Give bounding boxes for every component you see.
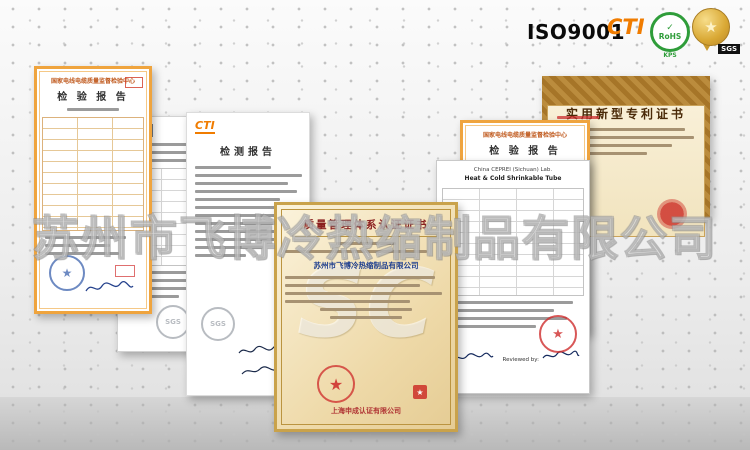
reviewed-label: Reviewed by: — [502, 357, 539, 363]
red-round-stamp: ★ — [539, 315, 577, 353]
red-approval-stamp — [115, 265, 135, 277]
sgs-label: SGS — [718, 44, 740, 54]
star-icon: ★ — [328, 374, 344, 394]
divider — [295, 236, 437, 237]
text-lines — [37, 236, 149, 255]
star-icon: ★ — [61, 266, 73, 280]
accreditation-mark: ★ — [413, 385, 427, 399]
cert-title: 检 验 报 告 — [489, 146, 561, 157]
cert-title: 检测报告 — [220, 147, 276, 158]
sgs-medal: ★ SGS — [692, 8, 740, 56]
star-icon: ★ — [704, 18, 718, 36]
star-icon: ★ — [416, 387, 424, 397]
kps-label: KPS — [663, 52, 677, 59]
cert-inspection-report-left: 国家电线电缆质量监督检验中心 检 验 报 告 ★ — [34, 66, 152, 314]
medal-coin: ★ — [692, 8, 730, 46]
cti-logo: CTI — [607, 15, 645, 39]
red-official-seal — [657, 199, 687, 229]
lab-name: China CEPREI (Sichuan) Lab. — [473, 167, 553, 173]
red-round-seal: ★ — [317, 365, 355, 403]
text-lines — [37, 108, 149, 111]
rohs-label: RoHS — [658, 31, 682, 41]
cert-org-name: 国家电线电缆质量监督检验中心 — [482, 132, 567, 139]
certified-company: 苏州市飞博冷热缩制品有限公司 — [313, 261, 419, 270]
reviewed-by-row: Reviewed by: — [503, 349, 581, 363]
report-table — [42, 117, 144, 231]
cert-title: 质量管理体系认证证书 — [303, 219, 429, 231]
sgs-round-stamp: SGS — [156, 305, 190, 339]
report-table — [442, 188, 584, 296]
star-icon: ★ — [552, 326, 564, 342]
cert-title: 检 验 报 告 — [57, 92, 129, 103]
sgs-round-stamp: SGS — [201, 307, 235, 341]
text-lines — [277, 242, 455, 253]
handwritten-signature — [85, 281, 134, 292]
text-lines — [277, 276, 455, 319]
blue-seal-stamp: ★ — [49, 255, 85, 291]
product-name: Heat & Cold Shrinkable Tube — [464, 175, 562, 182]
cert-ceprei-report: China CEPREI (Sichuan) Lab. Heat & Cold … — [436, 160, 590, 394]
control-stamp — [125, 77, 143, 88]
cert-iso9001-quality: SC 质量管理体系认证证书 苏州市飞博冷热缩制品有限公司 ★ ★ 上海 — [274, 202, 458, 432]
rohs-badge: ✓ RoHS — [650, 12, 690, 52]
issuer-name: 上海申成认证有限公司 — [331, 407, 401, 415]
cti-logo: CTI — [195, 119, 215, 134]
